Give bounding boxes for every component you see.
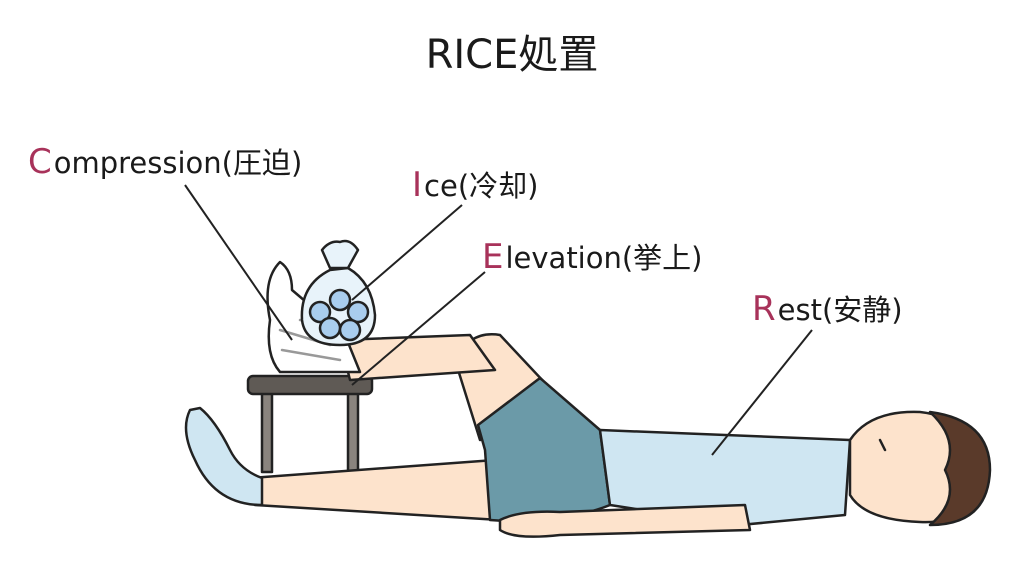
label-text: ompression(圧迫) — [53, 146, 303, 180]
head — [848, 410, 992, 527]
label-text: ce(冷却) — [424, 169, 539, 203]
label-text: levation(挙上) — [505, 241, 703, 275]
arm — [498, 503, 752, 538]
label-ice: Ice(冷却) — [412, 163, 538, 205]
label-rest: Rest(安静) — [752, 287, 903, 329]
page-title: RICE処置 — [425, 32, 599, 78]
label-elevation: Elevation(挙上) — [482, 235, 703, 277]
label-text: est(安静) — [777, 293, 903, 327]
label-initial: R — [752, 289, 776, 329]
ice-bag — [300, 239, 377, 347]
shirt — [598, 428, 852, 527]
leader-lines — [184, 184, 813, 456]
stool — [246, 374, 374, 474]
label-initial: E — [482, 237, 504, 277]
straight-leg — [184, 406, 502, 522]
label-initial: C — [28, 142, 52, 182]
label-compression: Compression(圧迫) — [28, 140, 302, 182]
label-initial: I — [412, 165, 423, 205]
